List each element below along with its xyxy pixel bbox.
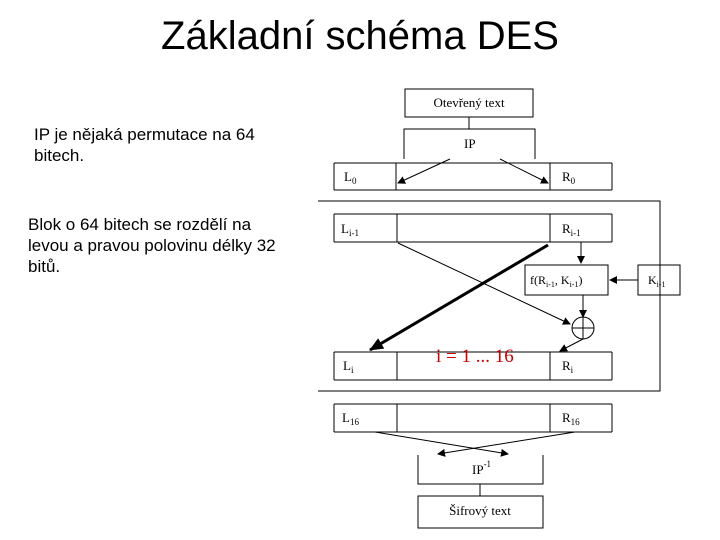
ip-label: IP (464, 136, 476, 151)
ri-label: Ri (562, 358, 574, 375)
ipinv-label: IP-1 (472, 459, 491, 477)
r16-to-ipinv-arrow (437, 431, 576, 457)
loop-label: i = 1 ... 16 (436, 346, 514, 367)
li1-label: Li-1 (341, 221, 359, 238)
ri1-to-li-arrow (369, 243, 549, 352)
loop-frame (318, 200, 661, 392)
r16-label: R16 (562, 410, 580, 427)
ip-box (403, 128, 536, 159)
slide-title: Základní schéma DES (161, 14, 559, 58)
l16-label: L16 (342, 410, 359, 427)
ip-to-r0-arrow (499, 158, 549, 184)
bullet-ip: IP je nějaká permutace na 64 bitech. (34, 125, 255, 165)
li-label: Li (343, 358, 354, 375)
f-box (524, 264, 609, 296)
ip-to-l0-arrow (397, 158, 451, 184)
l16-to-ipinv-arrow (374, 431, 509, 457)
f-label: f(Ri-1, Ki-1) (530, 273, 582, 289)
ri1-label: Ri-1 (562, 221, 581, 238)
r0-label: R0 (562, 169, 576, 186)
ciphertext-box (417, 495, 544, 529)
plaintext-label: Otevřený text (433, 95, 505, 110)
l0-label: L0 (344, 169, 357, 186)
ciphertext-label: Šifrový text (449, 503, 511, 518)
xor-to-ri-arrow (559, 338, 584, 352)
bullet-split: Blok o 64 bitech se rozdělí na levou a p… (28, 215, 276, 276)
ki-label: Ki-1 (648, 273, 666, 289)
